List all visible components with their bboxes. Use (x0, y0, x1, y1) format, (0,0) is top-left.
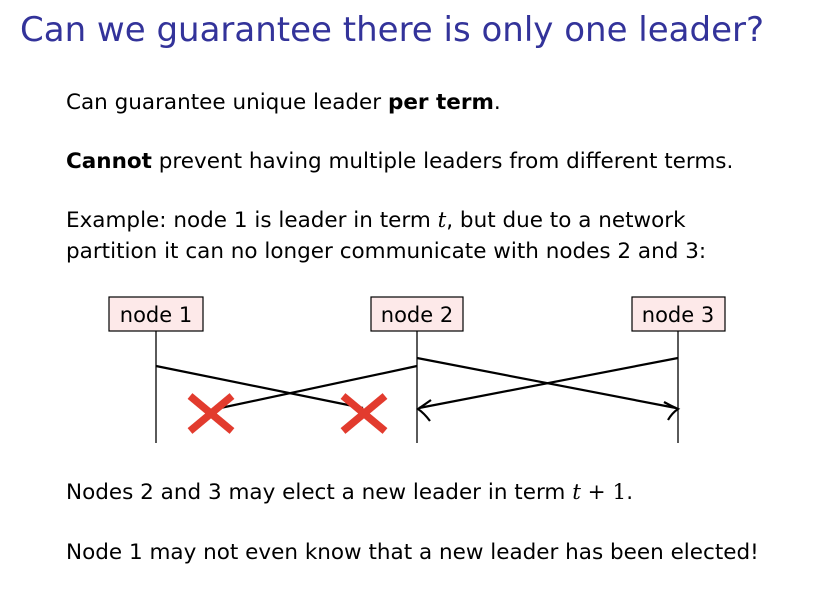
p3-line1-end: , but due to a network (446, 208, 686, 233)
p4-term-increment: + 1 (580, 480, 627, 505)
statement-new-election: Nodes 2 and 3 may elect a new leader in … (66, 477, 633, 508)
node-1-box: node 1 (108, 296, 204, 332)
node-2-label: node 2 (381, 303, 453, 327)
p1-text: Can guarantee unique leader (66, 90, 388, 115)
p3-line1-text: Example: node 1 is leader in term (66, 208, 438, 233)
p1-end: . (493, 90, 501, 115)
p4-end: . (626, 480, 634, 505)
p4-text: Nodes 2 and 3 may elect a new leader in … (66, 480, 573, 505)
cross-left-icon (187, 393, 235, 434)
p1-bold: per term (387, 90, 494, 115)
example-description: Example: node 1 is leader in term t, but… (66, 205, 706, 267)
p3-line2-text: partition it can no longer communicate w… (66, 239, 707, 264)
message-node3-to-node2 (418, 356, 679, 410)
cross-right-icon (340, 393, 388, 434)
p2-bold: Cannot (66, 149, 152, 174)
p2-text: prevent having multiple leaders from dif… (151, 149, 734, 174)
statement-unique-leader: Can guarantee unique leader per term. (66, 87, 501, 118)
message-node1-to-node2-lost (155, 364, 364, 410)
slide-title: Can we guarantee there is only one leade… (20, 10, 765, 50)
arrowhead-node3-icon (663, 401, 681, 421)
node-3-box: node 3 (631, 296, 726, 332)
node-2-box: node 2 (370, 296, 464, 332)
statement-node1-unaware: Node 1 may not even know that a new lead… (66, 540, 759, 565)
p4-term-variable: t (572, 480, 581, 505)
arrowhead-node2-icon (416, 399, 432, 422)
p3-term-variable: t (437, 208, 447, 233)
statement-multiple-leaders: Cannot prevent having multiple leaders f… (66, 146, 733, 177)
message-node2-to-node1-lost (210, 364, 418, 412)
node-1-label: node 1 (120, 303, 192, 327)
node-3-label: node 3 (642, 303, 714, 327)
